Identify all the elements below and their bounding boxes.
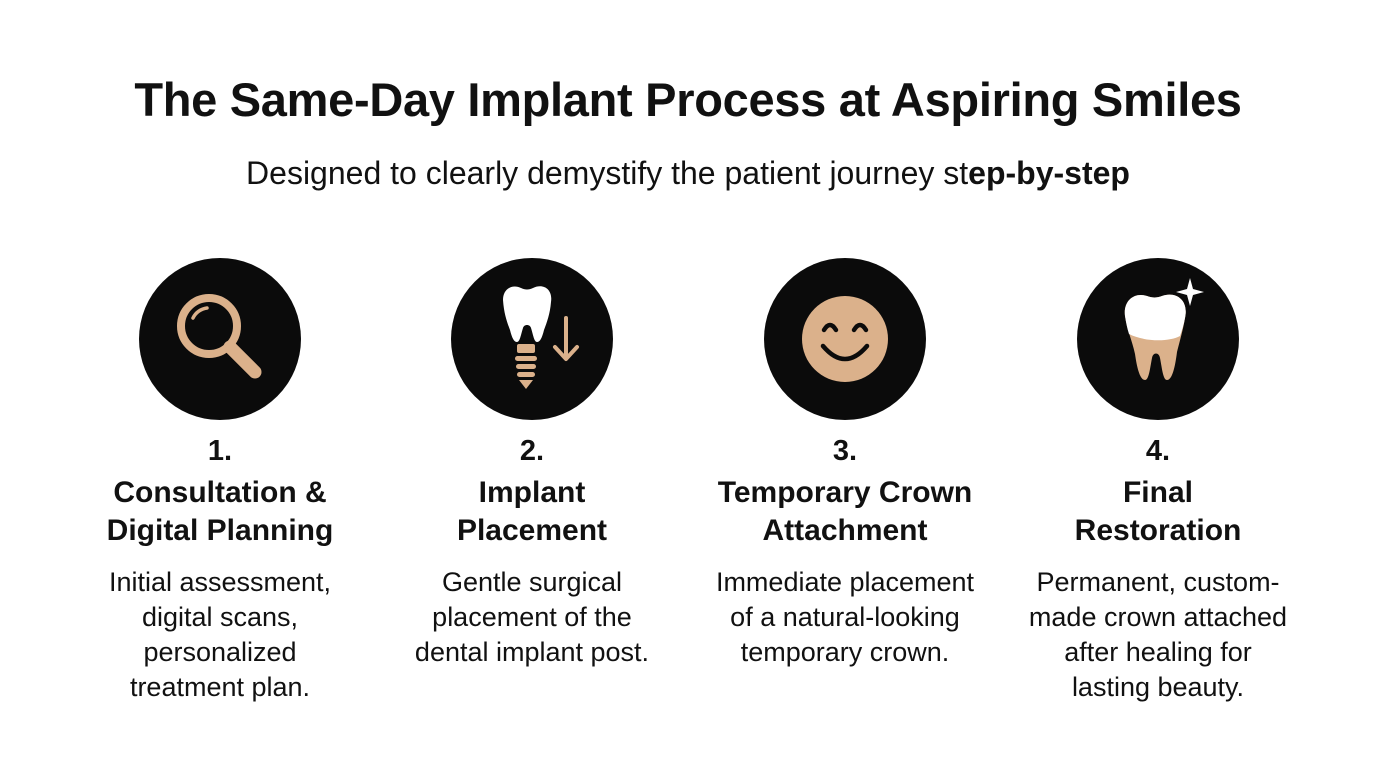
step-2-desc-line: placement of the: [432, 602, 632, 632]
step-2-desc-line: Gentle surgical: [441, 567, 623, 597]
step-4-desc-line: lasting beauty.: [1071, 672, 1245, 702]
step-4-title: Final Restoration: [1075, 474, 1242, 550]
step-3-title-line: Attachment: [762, 514, 928, 547]
magnifying-glass-icon: [177, 294, 262, 379]
tooth-implant-icon: [503, 286, 579, 389]
step-2-title-line: Placement: [456, 514, 608, 547]
step-3-number: 3.: [832, 435, 858, 467]
step-4-desc-line: Permanent, custom-: [1036, 567, 1280, 597]
step-4: 4. Final Restoration Permanent, custom- …: [998, 258, 1318, 705]
step-3-icon-circle: [764, 258, 926, 420]
page-title: The Same-Day Implant Process at Aspiring…: [134, 73, 1242, 126]
step-1-number: 1.: [207, 435, 233, 467]
step-2-title: Implant Placement: [457, 474, 607, 550]
step-3-title: Temporary Crown Attachment: [718, 474, 973, 550]
step-2-title-line: Implant: [478, 476, 586, 509]
step-3-desc-line: of a natural-looking: [730, 602, 960, 632]
step-1-desc-line: Initial assessment,: [108, 567, 332, 597]
step-4-icon-circle: [1077, 258, 1239, 420]
step-1-desc-line: digital scans,: [141, 602, 299, 632]
step-1-title: Consultation & Digital Planning: [107, 474, 334, 550]
step-2-number: 2.: [519, 435, 545, 467]
step-4-number: 4.: [1145, 435, 1171, 467]
step-3-description: Immediate placement of a natural-looking…: [716, 565, 974, 670]
step-4-title-line: Restoration: [1074, 514, 1242, 547]
step-4-desc-line: made crown attached: [1028, 602, 1288, 632]
step-4-description: Permanent, custom- made crown attached a…: [1029, 565, 1287, 705]
step-3-title-line: Temporary Crown: [717, 476, 973, 509]
step-1-description: Initial assessment, digital scans, perso…: [109, 565, 331, 705]
subtitle-text: Designed to clearly demystify the patien…: [246, 155, 969, 191]
sparkling-tooth-icon: [1124, 278, 1204, 380]
step-4-title-line: Final: [1122, 476, 1193, 509]
step-2-icon-circle: [451, 258, 613, 420]
step-1-title-line: Consultation &: [113, 476, 327, 509]
step-1-desc-line: personalized: [143, 637, 297, 667]
step-3-desc-line: temporary crown.: [740, 637, 950, 667]
step-1-desc-line: treatment plan.: [129, 672, 311, 702]
subtitle-emphasis: ep-by-step: [968, 155, 1130, 191]
step-2-desc-line: dental implant post.: [414, 637, 650, 667]
step-2-description: Gentle surgical placement of the dental …: [415, 565, 649, 670]
page-subtitle: Designed to clearly demystify the patien…: [0, 155, 1376, 192]
step-1: 1. Consultation & Digital Planning Initi…: [60, 258, 380, 705]
smiley-face-icon: [802, 296, 888, 382]
step-1-icon-circle: [139, 258, 301, 420]
step-1-title-line: Digital Planning: [106, 514, 334, 547]
step-3-desc-line: Immediate placement: [715, 567, 975, 597]
step-2: 2. Implant Placement Gentle surgical pla…: [372, 258, 692, 670]
step-4-desc-line: after healing for: [1064, 637, 1252, 667]
step-3: 3. Temporary Crown Attachment Immediate …: [685, 258, 1005, 670]
